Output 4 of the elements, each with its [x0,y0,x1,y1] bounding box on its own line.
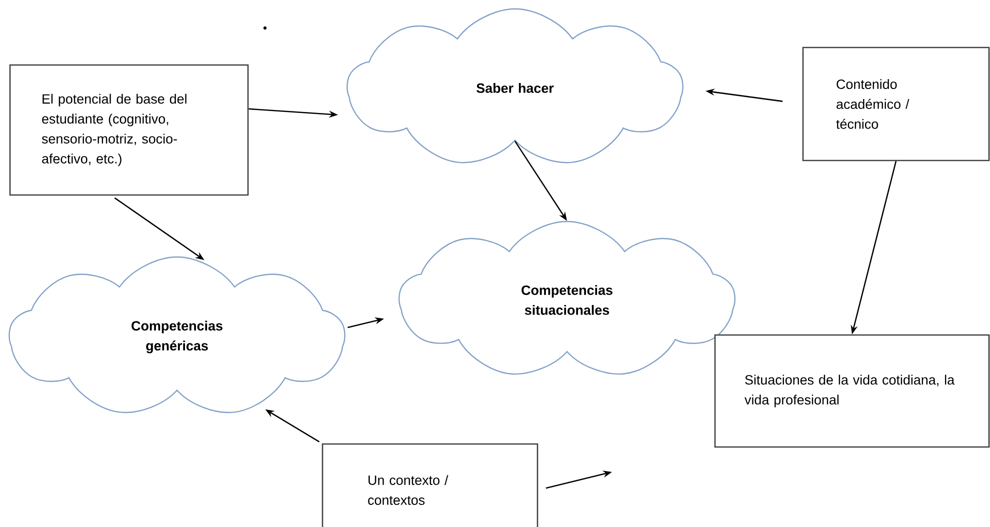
text-box: El potencial de base del estudiante (cognitivo, sensorio-motriz, socio-afectivo, etc.) [9,64,249,196]
text-box: Situaciones de la vida cotidiana, la vida profesional [714,334,990,448]
text-box: Contenido académico / técnico [802,46,990,162]
text-box: Un contexto / contextos [322,443,538,527]
